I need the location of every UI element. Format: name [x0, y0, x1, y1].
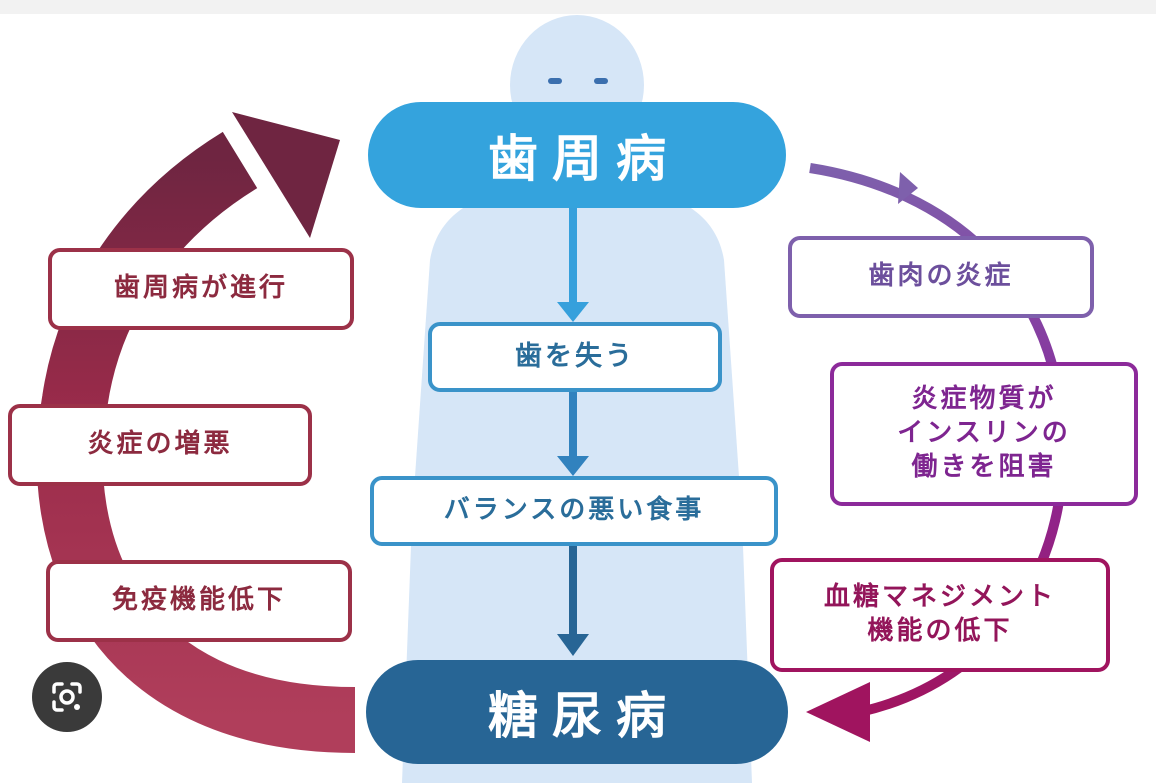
left-box-inflammation-worsening: 炎症の増悪: [8, 404, 312, 486]
left-box-progression: 歯周病が進行: [48, 248, 354, 330]
center-down-arrows: [557, 206, 589, 656]
center-box-poor-diet: バランスの悪い食事: [370, 476, 778, 546]
left-box-immune-decline: 免疫機能低下: [46, 560, 352, 642]
left-box-label: 免疫機能低下: [111, 585, 286, 616]
center-box-label: 歯を失う: [515, 341, 635, 373]
right-box-line: 機能の低下: [867, 616, 1013, 646]
left-box-label: 炎症の増悪: [87, 429, 233, 460]
right-box-line: 血糖マネジメント: [823, 582, 1056, 613]
center-box-label: バランスの悪い食事: [443, 495, 705, 526]
lens-glyph: [52, 682, 82, 712]
left-box-label: 歯周病が進行: [113, 273, 288, 304]
lens-search-icon[interactable]: [32, 662, 102, 732]
right-box-insulin-inhibition: 炎症物質が インスリンの 働きを阻害: [830, 362, 1138, 506]
right-box-line: 働きを阻害: [911, 451, 1057, 482]
right-box-line: 炎症物質が: [911, 384, 1057, 415]
center-box-tooth-loss: 歯を失う: [428, 322, 722, 392]
right-box-line: インスリンの: [897, 418, 1071, 449]
right-box-glycemic-decline: 血糖マネジメント 機能の低下: [770, 558, 1110, 672]
eyes: [548, 78, 608, 84]
right-box-label: 歯肉の炎症: [868, 261, 1014, 292]
periodontal-disease-label: 歯周病: [488, 130, 680, 188]
diabetes-label: 糖尿病: [488, 687, 680, 745]
right-box-gum-inflammation: 歯肉の炎症: [788, 236, 1094, 318]
periodontal-disease-pill: 歯周病: [368, 102, 786, 208]
diabetes-pill: 糖尿病: [366, 660, 788, 764]
